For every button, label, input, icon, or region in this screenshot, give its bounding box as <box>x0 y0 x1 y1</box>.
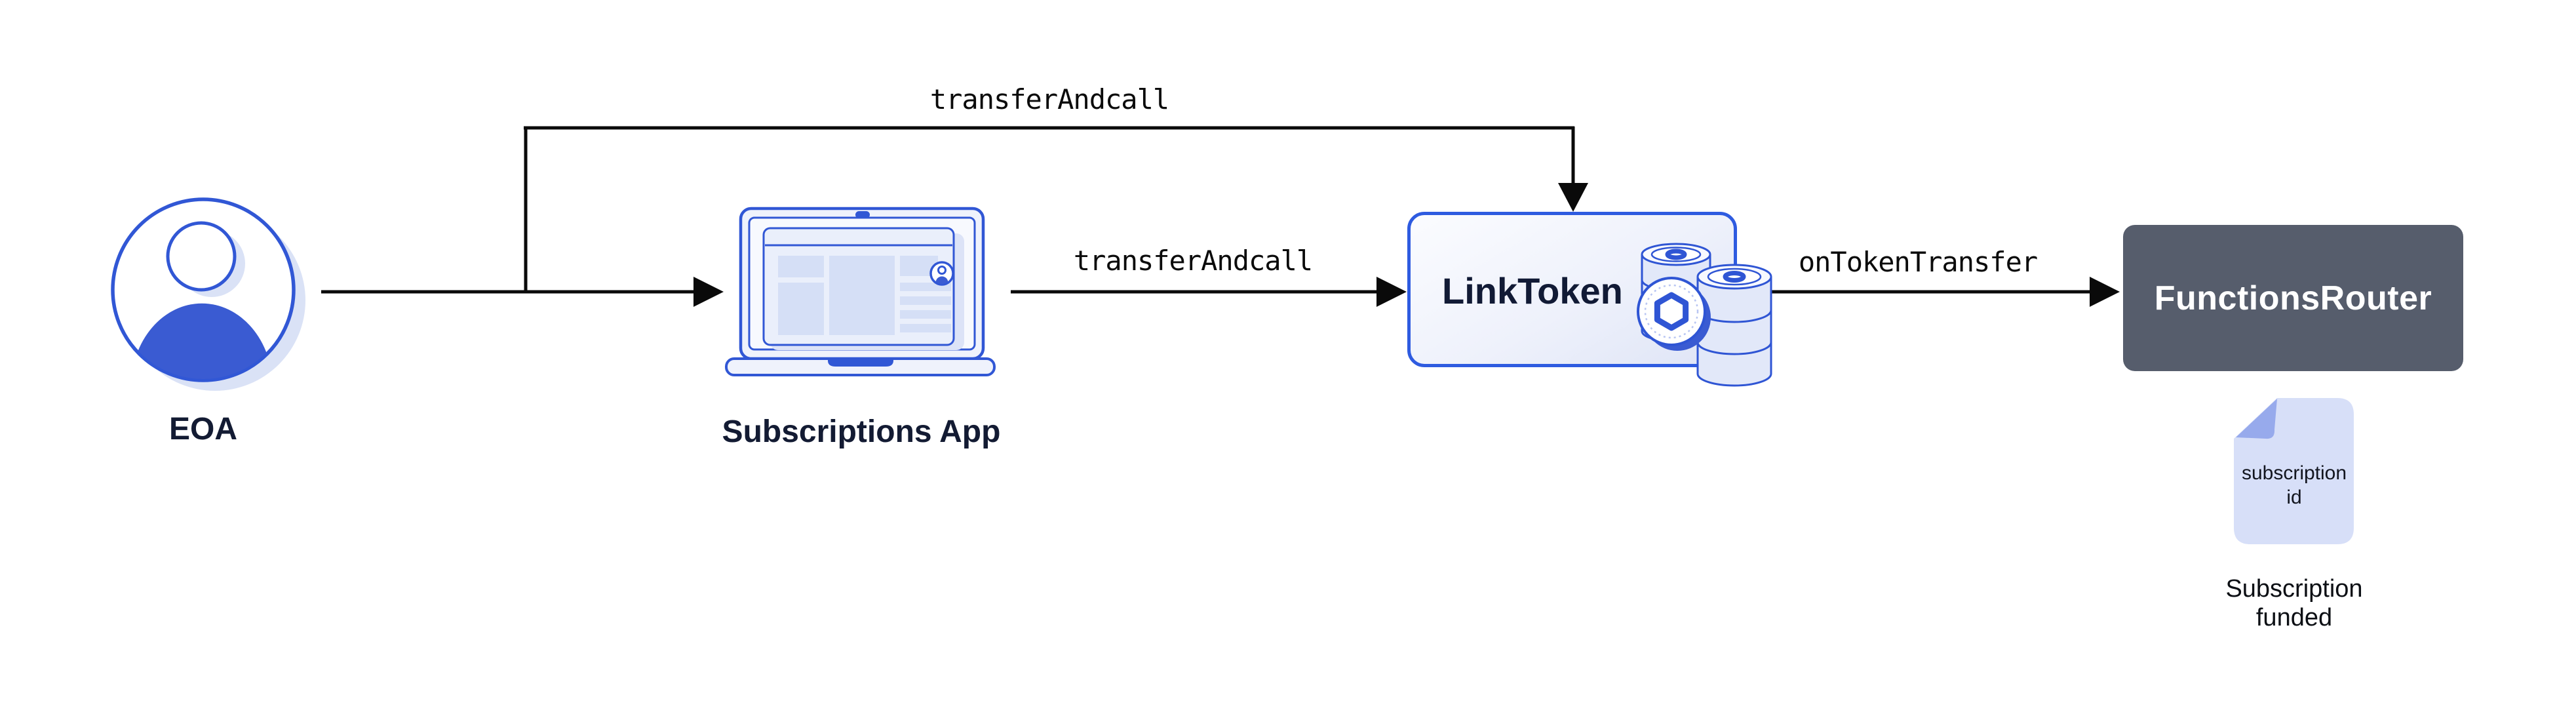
functions-router-box: FunctionsRouter <box>2123 225 2463 371</box>
person-icon-head <box>166 221 237 292</box>
arrowhead-into-app <box>693 277 724 307</box>
edge-arrowheads <box>693 183 2120 307</box>
coin-stack-right <box>1696 264 1772 387</box>
functions-router-label: FunctionsRouter <box>2154 279 2432 317</box>
person-icon-body <box>131 303 273 379</box>
person-icon <box>111 197 305 391</box>
document-fold <box>2236 399 2277 439</box>
arrowhead-into-router <box>2090 277 2120 307</box>
avatar-head <box>937 266 946 275</box>
edge-label-transferandcall-mid: transferAndcall <box>1073 245 1313 277</box>
edge-lines <box>321 126 2091 294</box>
laptop-camera-icon <box>855 211 870 218</box>
laptop-icon <box>725 207 996 376</box>
subscription-funded-caption: Subscription funded <box>2225 575 2363 631</box>
subscriptions-app-label: Subscriptions App <box>722 414 1001 449</box>
laptop-notch <box>828 359 893 367</box>
chainlink-coin-icon <box>1637 277 1711 351</box>
arrowhead-into-token-left <box>1376 277 1407 307</box>
avatar-body <box>935 276 948 284</box>
arrowhead-into-token-top <box>1558 183 1588 212</box>
edge-label-ontokentransfer: onTokenTransfer <box>1798 246 2038 278</box>
document-text: subscription id <box>2241 462 2347 508</box>
app-wireframe-blocks <box>778 256 951 335</box>
edge-label-transferandcall-top: transferAndcall <box>929 83 1169 115</box>
link-coins-icon <box>1637 243 1772 387</box>
link-token-label: LinkToken <box>1442 270 1623 311</box>
document-icon <box>2234 398 2354 544</box>
eoa-label: EOA <box>168 412 237 447</box>
